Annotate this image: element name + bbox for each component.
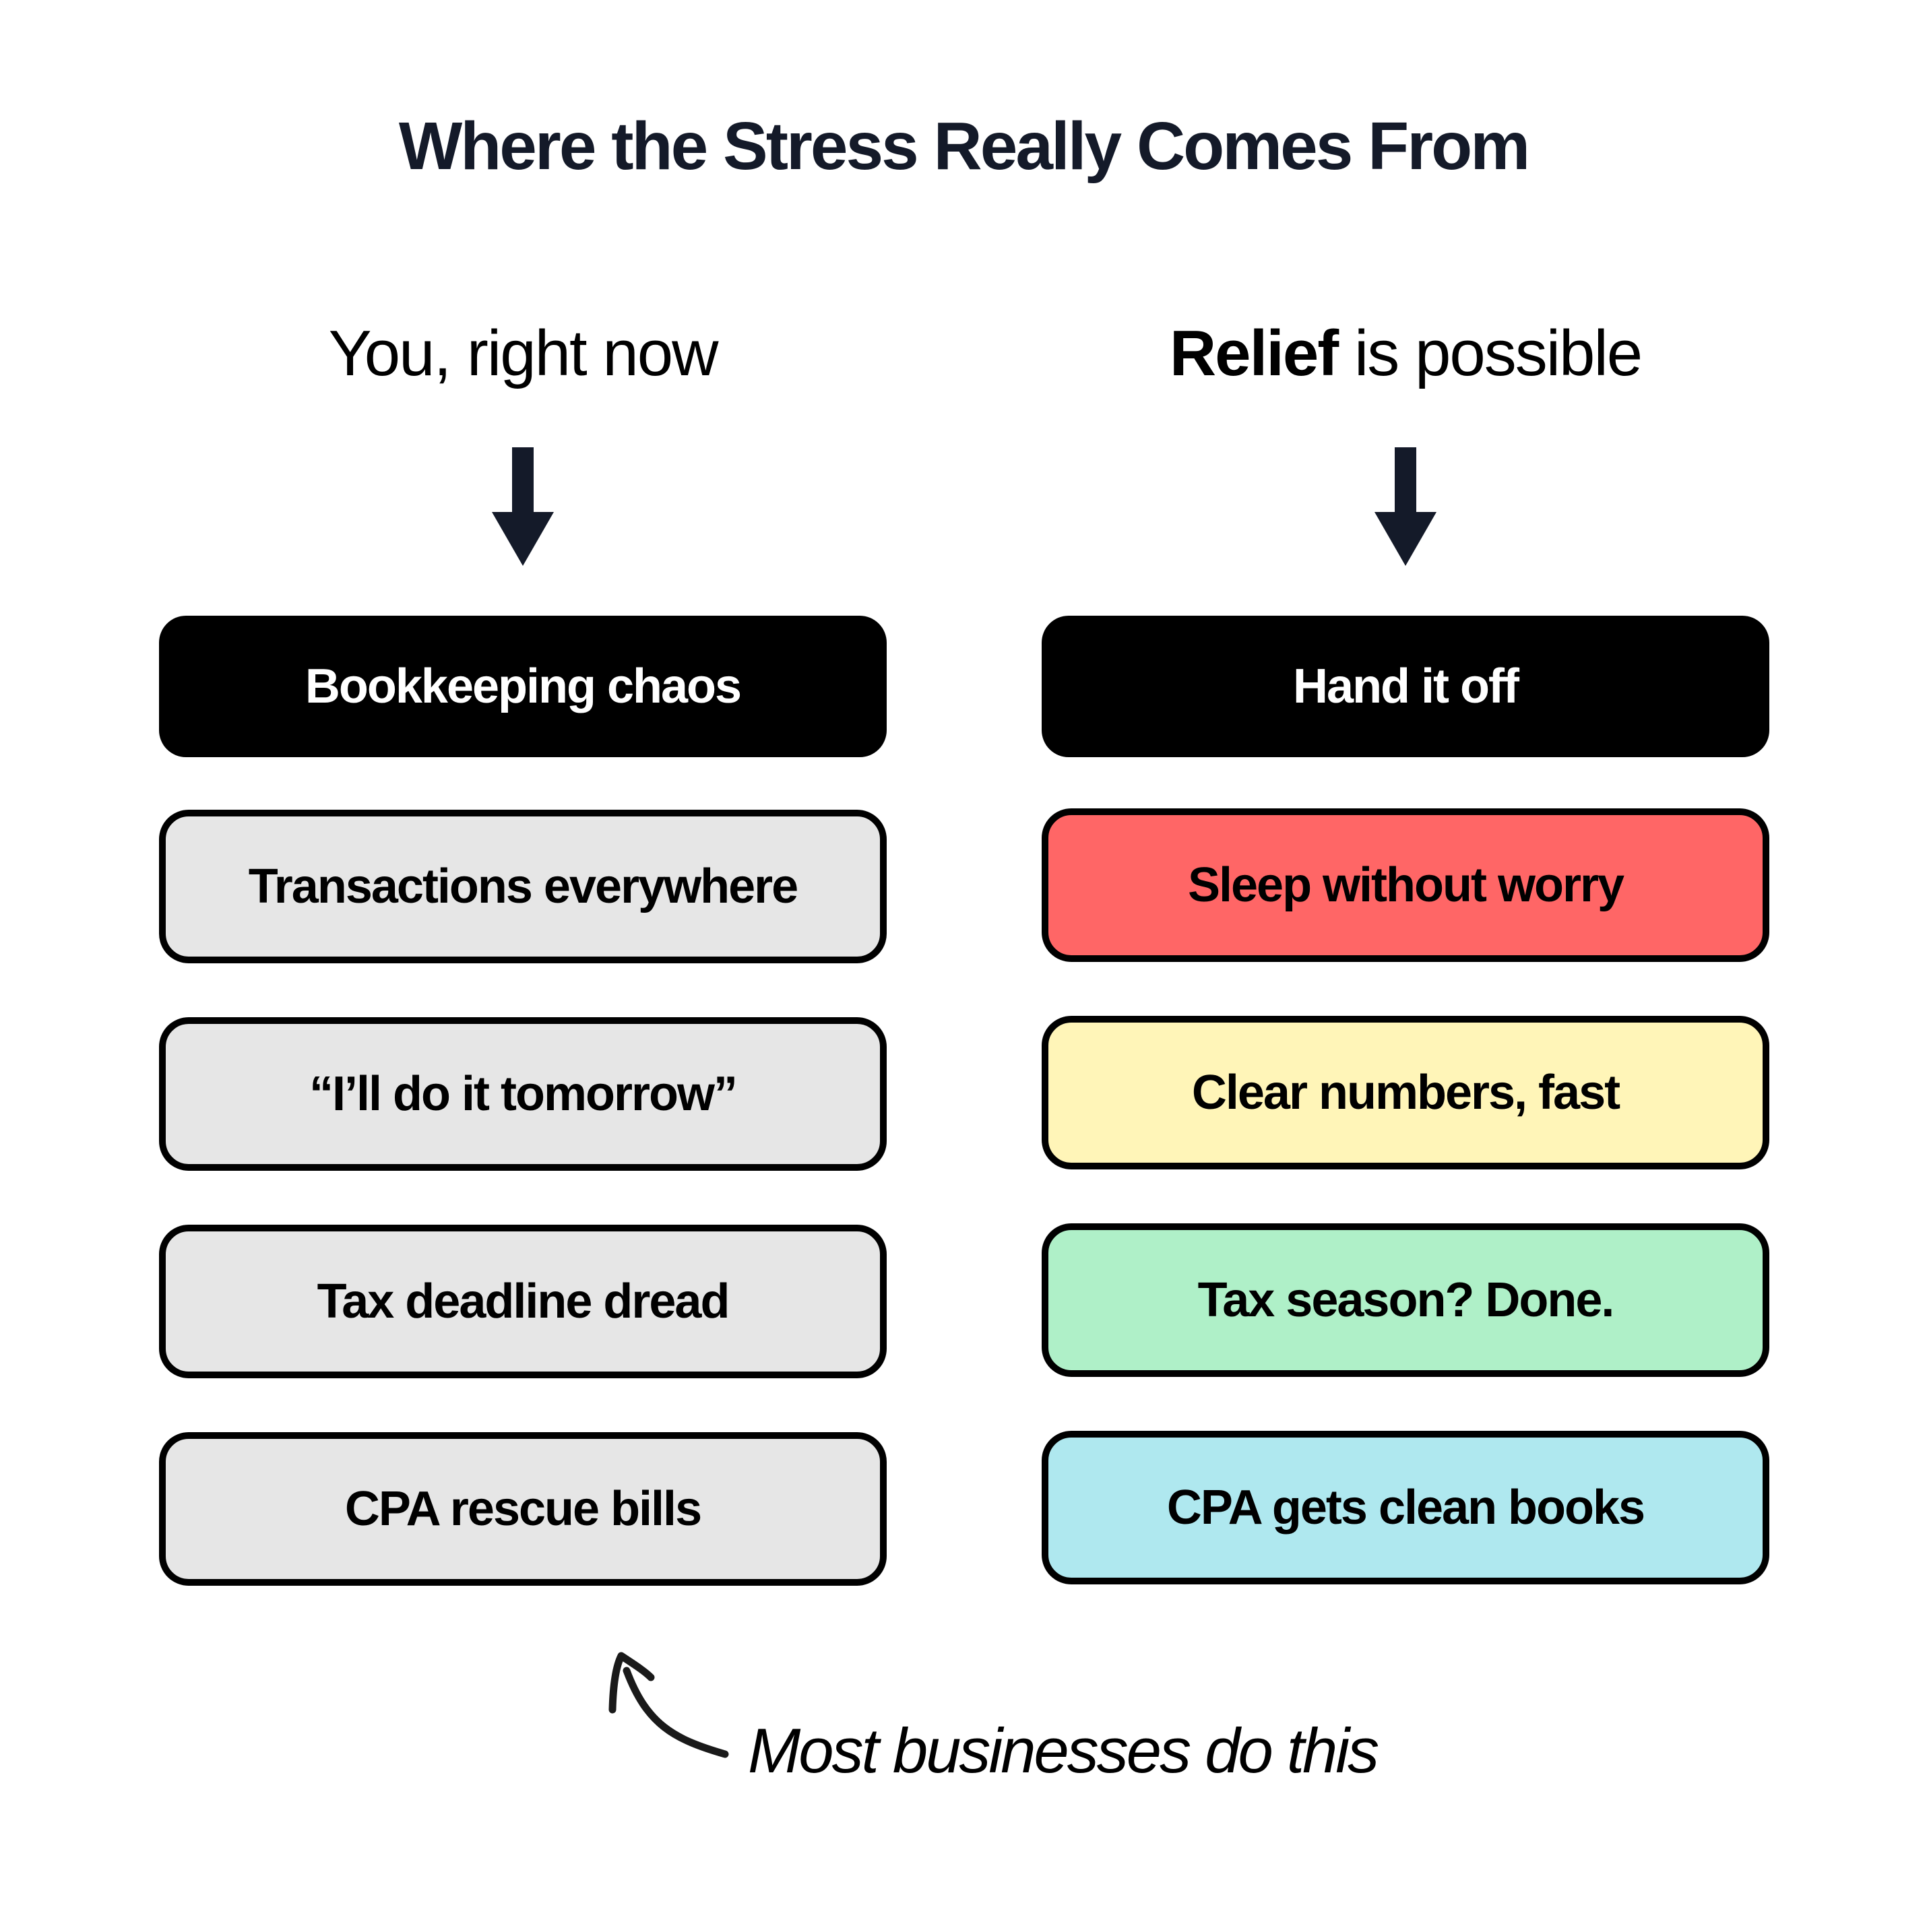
right-item-2: Clear numbers, fast (1042, 1016, 1769, 1169)
right-column-heading: Relief is possible (1042, 317, 1769, 391)
left-item-3: Tax deadline dread (159, 1225, 887, 1378)
arrow-down-icon (1375, 447, 1436, 566)
right-item-3: Tax season? Done. (1042, 1223, 1769, 1377)
annotation-text: Most businesses do this (748, 1715, 1379, 1786)
right-item-4: CPA gets clean books (1042, 1431, 1769, 1584)
left-item-4: CPA rescue bills (159, 1432, 887, 1586)
left-item-2: “I’ll do it tomorrow” (159, 1017, 887, 1171)
right-heading-rest: is possible (1337, 317, 1643, 389)
right-heading-bold: Relief (1169, 317, 1339, 389)
right-item-1: Sleep without worry (1042, 808, 1769, 962)
left-header-box: Bookkeeping chaos (159, 616, 887, 757)
curved-arrow-up-left-icon (608, 1652, 729, 1758)
arrow-down-icon (492, 447, 554, 566)
page-title: Where the Stress Really Comes From (398, 108, 1530, 184)
left-column-heading: You, right now (328, 317, 719, 389)
right-header-box: Hand it off (1042, 616, 1769, 757)
left-item-1: Transactions everywhere (159, 810, 887, 963)
